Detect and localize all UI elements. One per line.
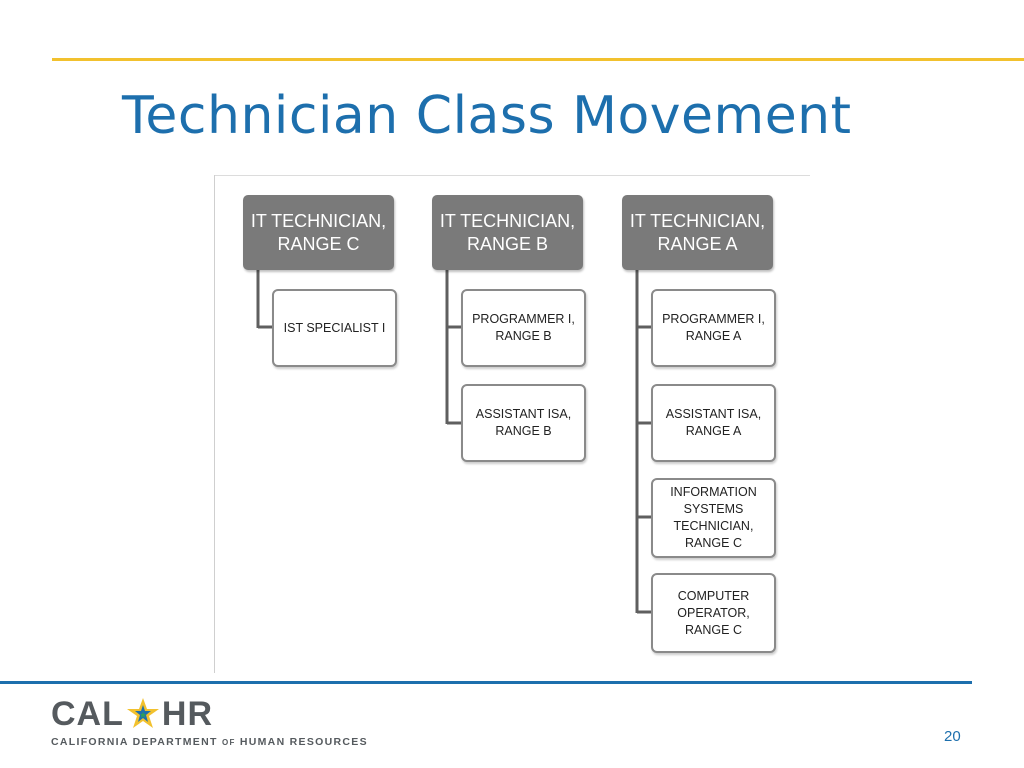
header-box-range-a: IT TECHNICIAN, RANGE A <box>622 195 773 270</box>
logo-text-hr: HR <box>161 694 213 733</box>
diagram-frame-left <box>214 175 215 673</box>
connector-lines <box>256 270 651 614</box>
child-box-information-systems-technician: INFORMATION SYSTEMS TECHNICIAN, RANGE C <box>651 478 776 558</box>
header-box-range-b: IT TECHNICIAN, RANGE B <box>432 195 583 270</box>
logo-subtitle-of: OF <box>221 738 236 747</box>
logo-subtitle-part2: HUMAN RESOURCES <box>239 736 368 748</box>
calhr-logo: CAL HR CALIFORNIA DEPARTMENT OF HUMAN RE… <box>51 694 368 749</box>
logo-text-cal: CAL <box>51 694 124 733</box>
child-box-programmer-range-a: PROGRAMMER I, RANGE A <box>651 289 776 367</box>
top-accent-rule <box>52 58 1024 61</box>
org-chart-diagram: IT TECHNICIAN, RANGE C IST SPECIALIST I … <box>214 175 810 673</box>
star-icon <box>126 698 159 728</box>
logo-subtitle-part1: CALIFORNIA DEPARTMENT <box>51 736 218 748</box>
logo-wordmark: CAL HR <box>51 694 368 734</box>
child-box-programmer-range-b: PROGRAMMER I, RANGE B <box>461 289 586 367</box>
logo-subtitle: CALIFORNIA DEPARTMENT OF HUMAN RESOURCES <box>51 736 368 748</box>
child-box-ist-specialist: IST SPECIALIST I <box>272 289 397 367</box>
slide-title: Technician Class Movement <box>122 86 852 146</box>
bottom-accent-rule <box>0 681 972 684</box>
child-box-assistant-isa-range-a: ASSISTANT ISA, RANGE A <box>651 384 776 462</box>
page-number: 20 <box>944 728 961 745</box>
child-box-computer-operator: COMPUTER OPERATOR, RANGE C <box>651 573 776 653</box>
child-box-assistant-isa-range-b: ASSISTANT ISA, RANGE B <box>461 384 586 462</box>
diagram-frame-top <box>214 175 810 176</box>
header-box-range-c: IT TECHNICIAN, RANGE C <box>243 195 394 270</box>
